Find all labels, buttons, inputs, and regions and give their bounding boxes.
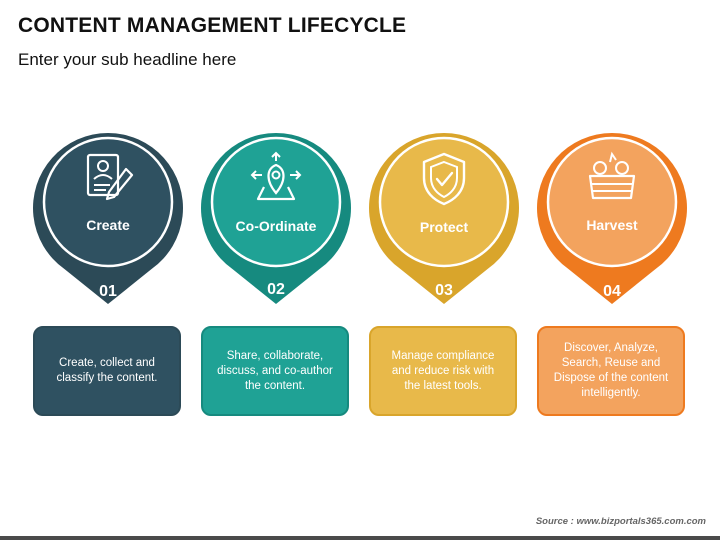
step-description: Share, collaborate, discuss, and co-auth… bbox=[201, 326, 349, 416]
step-number: 01 bbox=[99, 283, 117, 300]
page-title: CONTENT MANAGEMENT LIFECYCLE bbox=[18, 14, 407, 37]
pin-03 bbox=[369, 133, 519, 304]
pin-04 bbox=[537, 133, 687, 304]
pin-ring bbox=[42, 136, 174, 268]
step-create: Create 01 Create, collect and classify t… bbox=[33, 0, 183, 540]
pin-ring bbox=[210, 136, 342, 268]
step-number: 02 bbox=[267, 281, 285, 298]
location-arrows-icon bbox=[250, 151, 302, 201]
step-description: Manage compliance and reduce risk with t… bbox=[369, 326, 517, 416]
bottom-bar bbox=[0, 536, 720, 540]
step-label: Create bbox=[86, 217, 130, 233]
harvest-basket-icon bbox=[588, 151, 636, 200]
page-subtitle: Enter your sub headline here bbox=[18, 50, 237, 69]
pin-01 bbox=[33, 133, 184, 304]
pin-ring bbox=[378, 136, 510, 268]
shield-check-icon bbox=[422, 152, 466, 206]
step-label: Co-Ordinate bbox=[235, 218, 317, 234]
pin-02 bbox=[201, 133, 351, 304]
step-number: 04 bbox=[603, 283, 621, 300]
step-label: Protect bbox=[419, 219, 469, 235]
pin-ring bbox=[546, 136, 678, 268]
step-coordinate: Co-Ordinate 02 Share, collaborate, discu… bbox=[201, 0, 351, 540]
step-number: 03 bbox=[435, 282, 453, 299]
document-pen-icon bbox=[86, 153, 134, 201]
source-credit: Source : www.bizportals365.com.com bbox=[535, 516, 706, 527]
step-protect: Protect 03 Manage compliance and reduce … bbox=[369, 0, 519, 540]
step-description: Create, collect and classify the content… bbox=[33, 326, 181, 416]
step-harvest: Harvest 04 Discover, Analyze, Search, Re… bbox=[537, 0, 687, 540]
step-description: Discover, Analyze, Search, Reuse and Dis… bbox=[537, 326, 685, 416]
step-label: Harvest bbox=[586, 217, 638, 233]
